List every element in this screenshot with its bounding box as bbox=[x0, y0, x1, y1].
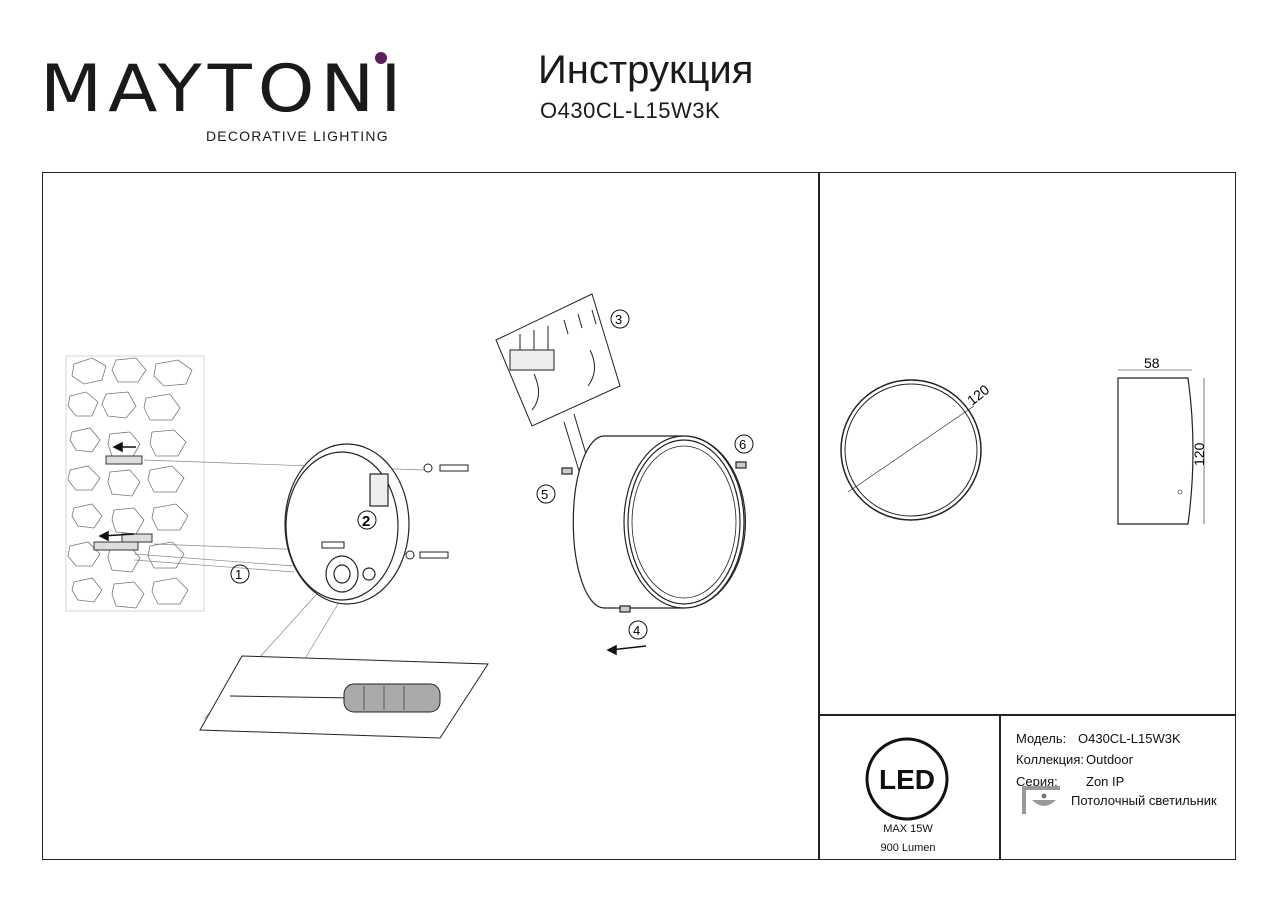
arrow-left-icon bbox=[98, 441, 647, 656]
led-power: MAX 15W bbox=[883, 823, 933, 835]
led-label: LED bbox=[879, 764, 935, 795]
side-view bbox=[1117, 369, 1205, 525]
step-6-label: 6 bbox=[739, 437, 746, 452]
step-2-label: 2 bbox=[362, 513, 370, 530]
step-labels bbox=[230, 309, 754, 640]
frame-divider-info bbox=[999, 714, 1001, 860]
collection-label: Коллекция: bbox=[1016, 752, 1084, 767]
wall-texture bbox=[65, 355, 205, 612]
lamp-body bbox=[561, 435, 747, 613]
step-5-label: 5 bbox=[541, 487, 548, 502]
brand-logo: MAYTONI bbox=[40, 56, 408, 121]
depth-label: 58 bbox=[1144, 355, 1160, 371]
front-view bbox=[840, 379, 982, 521]
document-title: Инструкция bbox=[538, 48, 754, 92]
drawing-frame bbox=[42, 172, 1236, 860]
model-value: O430CL-L15W3K bbox=[1078, 731, 1181, 746]
step-3-label: 3 bbox=[615, 312, 622, 327]
assembly-diagram: 1 2 3 4 5 6 bbox=[65, 293, 754, 739]
dimension-drawing: 120 58 120 bbox=[840, 355, 1207, 525]
frame-divider-horizontal bbox=[818, 714, 1236, 716]
model-label: Модель: bbox=[1016, 731, 1067, 746]
led-flux: 900 Lumen bbox=[880, 842, 936, 854]
step-1-label: 1 bbox=[235, 567, 242, 582]
brand-tagline: DECORATIVE LIGHTING bbox=[206, 128, 389, 144]
height-label: 120 bbox=[1191, 442, 1207, 466]
series-value: Zon IP bbox=[1086, 774, 1125, 789]
collection-value: Outdoor bbox=[1086, 752, 1133, 767]
brand-name: MAYTONI bbox=[40, 50, 408, 127]
frame-divider-vertical bbox=[818, 172, 820, 860]
screws bbox=[321, 463, 469, 560]
step-4-label: 4 bbox=[633, 623, 640, 638]
wall-dowels bbox=[93, 455, 153, 551]
screwdriver-icon bbox=[199, 655, 489, 739]
diameter-label: 120 bbox=[964, 381, 992, 408]
mounting-plate bbox=[284, 443, 410, 605]
logo-dot-icon bbox=[375, 52, 387, 64]
wiring-detail bbox=[495, 293, 621, 475]
product-type: Потолочный светильник bbox=[1071, 793, 1217, 808]
series-label: Серия: bbox=[1016, 774, 1058, 789]
document-model: O430CL-L15W3K bbox=[540, 98, 721, 123]
led-icon: LED bbox=[865, 737, 949, 821]
ceiling-lamp-icon bbox=[1022, 786, 1060, 814]
